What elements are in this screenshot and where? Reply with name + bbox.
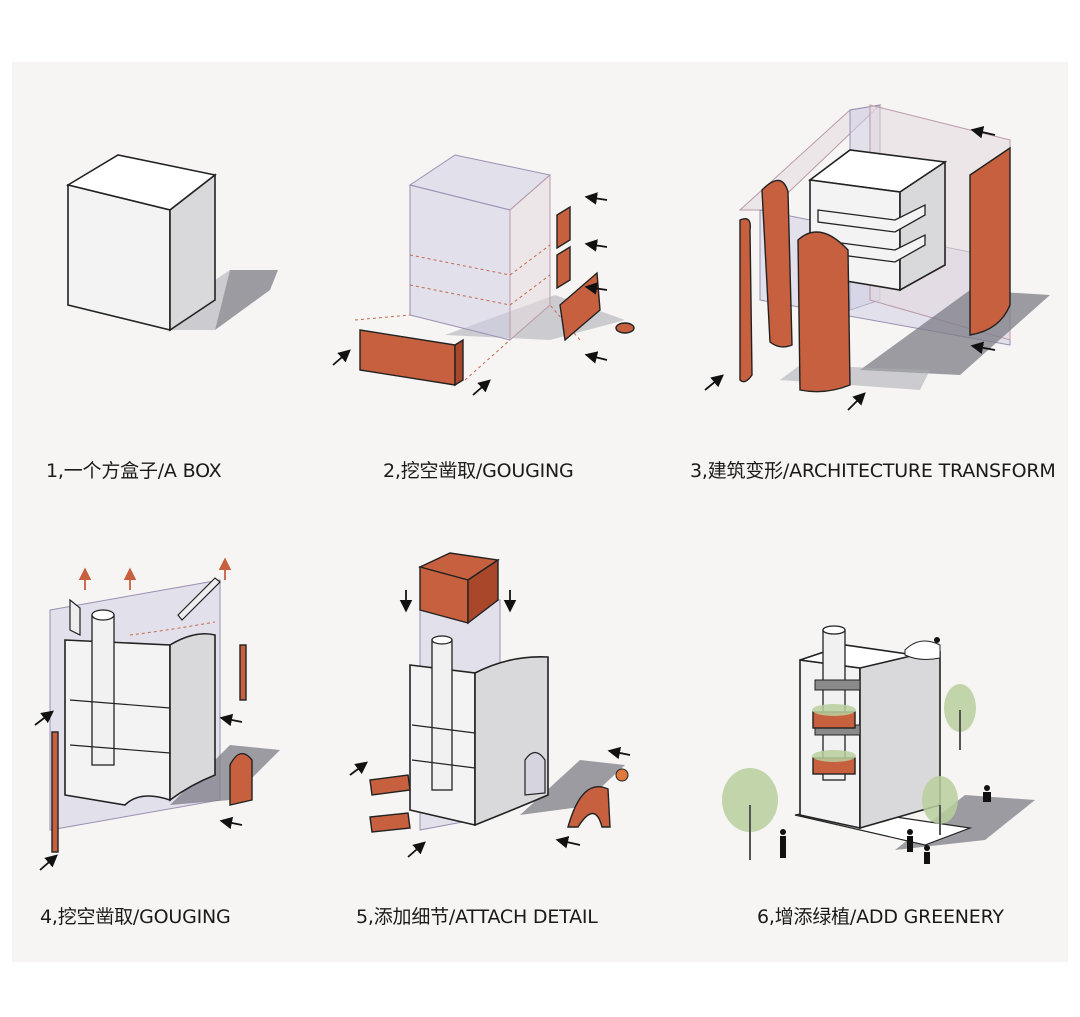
arrow-icon: [970, 126, 996, 139]
step-1-caption: 1,一个方盒子/A BOX: [46, 460, 222, 482]
arrow-icon: [407, 841, 426, 858]
gouged-piece-2: [556, 245, 571, 290]
box-shadow: [215, 270, 278, 330]
arrow-icon: [555, 836, 581, 849]
arch-piece: [229, 752, 253, 806]
step-3-transform-illustration: [704, 104, 1050, 411]
step-4-gouging-illustration: [34, 557, 280, 871]
tree-right-icon: [922, 684, 976, 835]
step-2-caption: 2,挖空凿取/GOUGING: [383, 460, 574, 482]
arrow-icon: [472, 379, 491, 396]
step-3-caption: 3,建筑变形/ARCHITECTURE TRANSFORM: [690, 460, 1056, 482]
curved-panel-left-2: [761, 179, 793, 348]
person-icon: [780, 637, 991, 864]
arrow-icon: [584, 351, 608, 364]
gouged-piece-1: [556, 205, 571, 250]
planter-box-lower: [369, 812, 411, 833]
box-left-face: [67, 183, 171, 332]
step-1-box-illustration: [65, 154, 278, 332]
arrow-icon: [584, 282, 608, 295]
step-6-caption: 6,增添绿植/ADD GREENERY: [757, 906, 1004, 928]
gouged-strip-right: [239, 644, 247, 701]
arrow-icon: [584, 192, 608, 205]
step-6-greenery-illustration: [722, 625, 1035, 864]
arrow-icon: [34, 710, 55, 726]
arrow-icon: [219, 816, 243, 830]
step-2-gouging-illustration: [332, 154, 635, 396]
arrow-icon: [219, 713, 243, 727]
arrow-icon: [704, 374, 724, 391]
arrow-icon: [332, 349, 351, 366]
gouged-strip-left: [51, 731, 59, 853]
curved-panel-right: [969, 146, 1011, 336]
tree-left-icon: [722, 768, 778, 860]
step-4-caption: 4,挖空凿取/GOUGING: [40, 906, 231, 928]
arrow-icon: [584, 239, 608, 252]
planter-box-upper: [369, 774, 411, 796]
box-right-face: [169, 173, 216, 332]
arrow-icon: [39, 854, 58, 871]
curved-panel-left: [739, 218, 753, 383]
curved-panel-center: [797, 231, 851, 393]
arrow-icon: [847, 392, 866, 411]
arrow-icon: [970, 341, 996, 355]
step-5-caption: 5,添加细节/ATTACH DETAIL: [356, 906, 598, 928]
ball-detail: [615, 768, 629, 782]
arrow-icon: [607, 746, 631, 760]
arch-detail: [567, 786, 611, 828]
gouged-block-bottom: [359, 329, 456, 386]
arrow-icon: [349, 761, 369, 776]
step-5-attach-detail-illustration: [349, 552, 631, 858]
